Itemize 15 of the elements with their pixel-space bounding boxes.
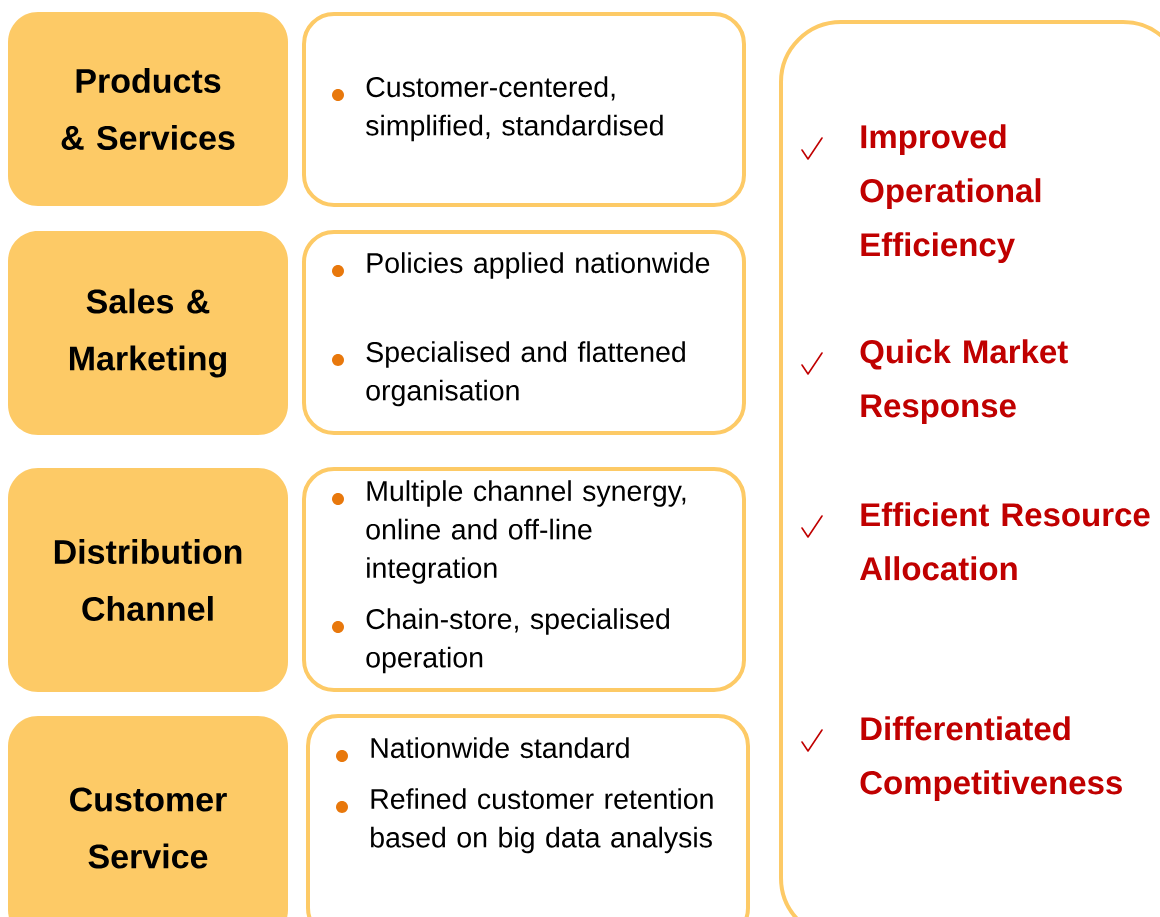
bullet-text: Nationwide standard: [371, 737, 629, 759]
benefit-text: Quick Market Response: [860, 339, 1068, 424]
category-box: Customer Service: [8, 716, 288, 917]
bullet-text: Customer-centered, simplified, standardised: [366, 76, 663, 142]
bullet-text: Chain-store, specialised operation: [366, 608, 669, 674]
bullet-text: Policies applied nationwide: [367, 252, 710, 279]
bullet-text: Multiple channel synergy, online and off-line integration: [366, 480, 686, 584]
bullet-text: Refined customer retention based on big data analysis: [371, 788, 713, 854]
benefit-text: Improved Operational Efficiency: [860, 124, 1041, 263]
category-box: Distribution Channel: [8, 468, 288, 692]
category-box: Products & Services: [8, 12, 288, 206]
bullet-text: Specialised and flattened organisation: [366, 341, 685, 407]
benefit-text: Efficient Resource Allocation: [860, 502, 1150, 581]
category-box: Sales & Marketing: [8, 231, 288, 435]
benefit-text: Differentiated Competitiveness: [860, 716, 1122, 801]
